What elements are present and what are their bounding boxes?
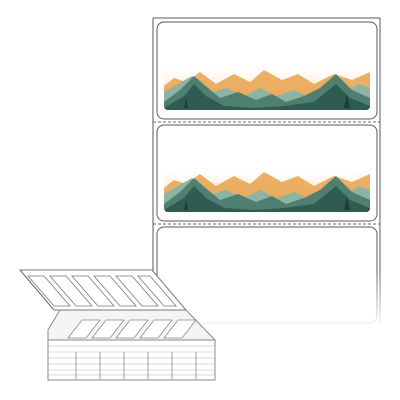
label-2 [156,124,378,222]
fanfold-stack [18,269,217,381]
stack-block [47,339,216,381]
label-1 [156,21,378,120]
mountain-artwork [164,164,370,212]
mountain-artwork [164,62,370,110]
stack-unfolded-sheet [18,269,188,311]
stack-top-sheet [47,309,217,341]
